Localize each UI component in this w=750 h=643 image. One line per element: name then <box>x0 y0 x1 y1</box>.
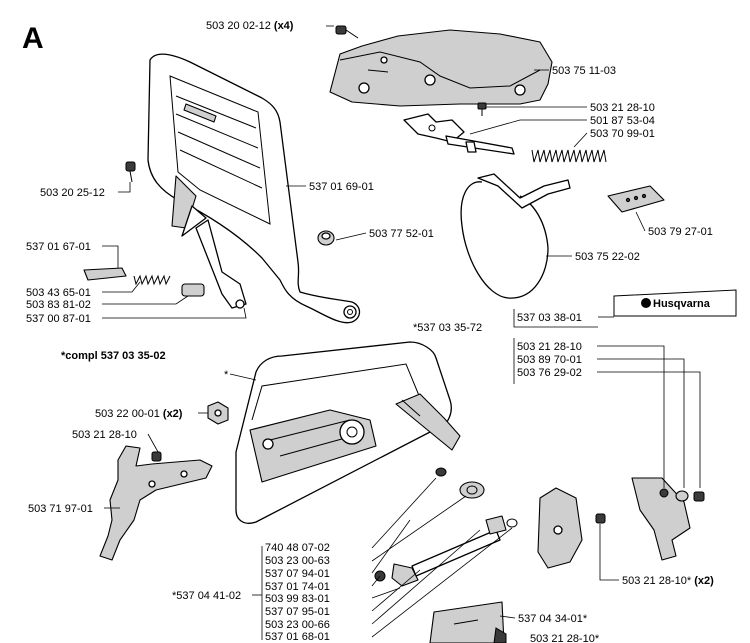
section-letter: A <box>22 22 44 55</box>
label-spring-b: 503 43 65-01 <box>26 287 91 299</box>
lever-assembly-part <box>403 102 515 155</box>
handguard-part <box>147 53 361 324</box>
label-nut-x2: 503 22 00-01 (x2) <box>95 408 183 420</box>
label-screw-d: 503 21 28-10* (x2) <box>622 575 714 587</box>
clutch-cover-part <box>235 341 461 524</box>
label-bushing: 503 77 52-01 <box>369 228 434 240</box>
screw-c-part <box>151 451 162 462</box>
label-screw-top: 503 20 02-12 (x4) <box>206 20 294 32</box>
screw-d-part <box>595 513 606 524</box>
label-t5: 503 99 83-01 <box>265 593 330 605</box>
spring-a-part <box>531 149 607 163</box>
pin-part <box>83 267 127 281</box>
label-nut-b: 503 83 81-02 <box>26 299 91 311</box>
label-tension-kit: *537 04 41-02 <box>172 590 241 602</box>
label-lever-a: 501 87 53-04 <box>590 115 655 127</box>
label-asterisk: * <box>224 369 229 381</box>
label-screw-a: 503 21 28-10 <box>590 102 655 114</box>
label-cover-kit: *537 03 35-72 <box>413 322 482 334</box>
spring-b-part <box>133 274 171 286</box>
bottom-plate-part <box>429 601 507 643</box>
label-screw-left: 503 20 25-12 <box>40 187 105 199</box>
label-plate-c: 537 04 34-01* <box>518 613 588 625</box>
label-guard-plate: 503 75 11-03 <box>552 65 616 77</box>
label-clip: 503 89 70-01 <box>517 354 582 366</box>
label-t6: 537 07 95-01 <box>265 606 330 618</box>
label-t1: 740 48 07-02 <box>265 542 330 554</box>
kit-label: *compl 537 03 35-02 <box>61 350 166 362</box>
label-handguard: 537 01 69-01 <box>309 181 374 193</box>
label-t2: 503 23 00-63 <box>265 555 330 567</box>
guard-plate-part <box>329 29 553 107</box>
label-brake-band: 503 75 22-02 <box>575 251 640 263</box>
tensioner-parts <box>374 467 518 587</box>
link-part <box>195 219 247 309</box>
brake-band-part <box>460 173 571 299</box>
label-t3: 537 07 94-01 <box>265 568 330 580</box>
brand-text: Husqvarna <box>653 298 711 310</box>
label-plate-right: 503 79 27-01 <box>648 226 713 238</box>
spike-bar-part <box>99 445 213 561</box>
screw-top-part <box>335 25 359 39</box>
label-t4: 537 01 74-01 <box>265 581 330 593</box>
leader-lines <box>102 25 701 640</box>
label-screw-b: 503 21 28-10 <box>517 341 582 353</box>
label-plate-b: 503 76 29-02 <box>517 367 582 379</box>
label-screw-e: 503 21 28-10* <box>530 633 600 643</box>
bushing-part <box>317 230 335 246</box>
label-pin: 537 01 67-01 <box>26 241 91 253</box>
screw-left-part <box>125 161 136 183</box>
label-link: 537 00 87-01 <box>26 313 91 325</box>
husqvarna-decal: Husqvarna <box>613 289 737 317</box>
right-bracket-part <box>631 477 705 561</box>
nut-x2-part <box>207 401 229 425</box>
label-decal: 537 03 38-01 <box>517 312 582 324</box>
label-t8: 537 01 68-01 <box>265 631 330 643</box>
nut-b-part <box>181 283 205 297</box>
side-plate-part <box>537 487 583 569</box>
label-t7: 503 23 00-66 <box>265 619 330 631</box>
plate-right-part <box>607 185 665 213</box>
label-spring-a: 503 70 99-01 <box>590 128 655 140</box>
label-screw-c: 503 21 28-10 <box>72 429 137 441</box>
label-spike: 503 71 97-01 <box>28 503 93 515</box>
